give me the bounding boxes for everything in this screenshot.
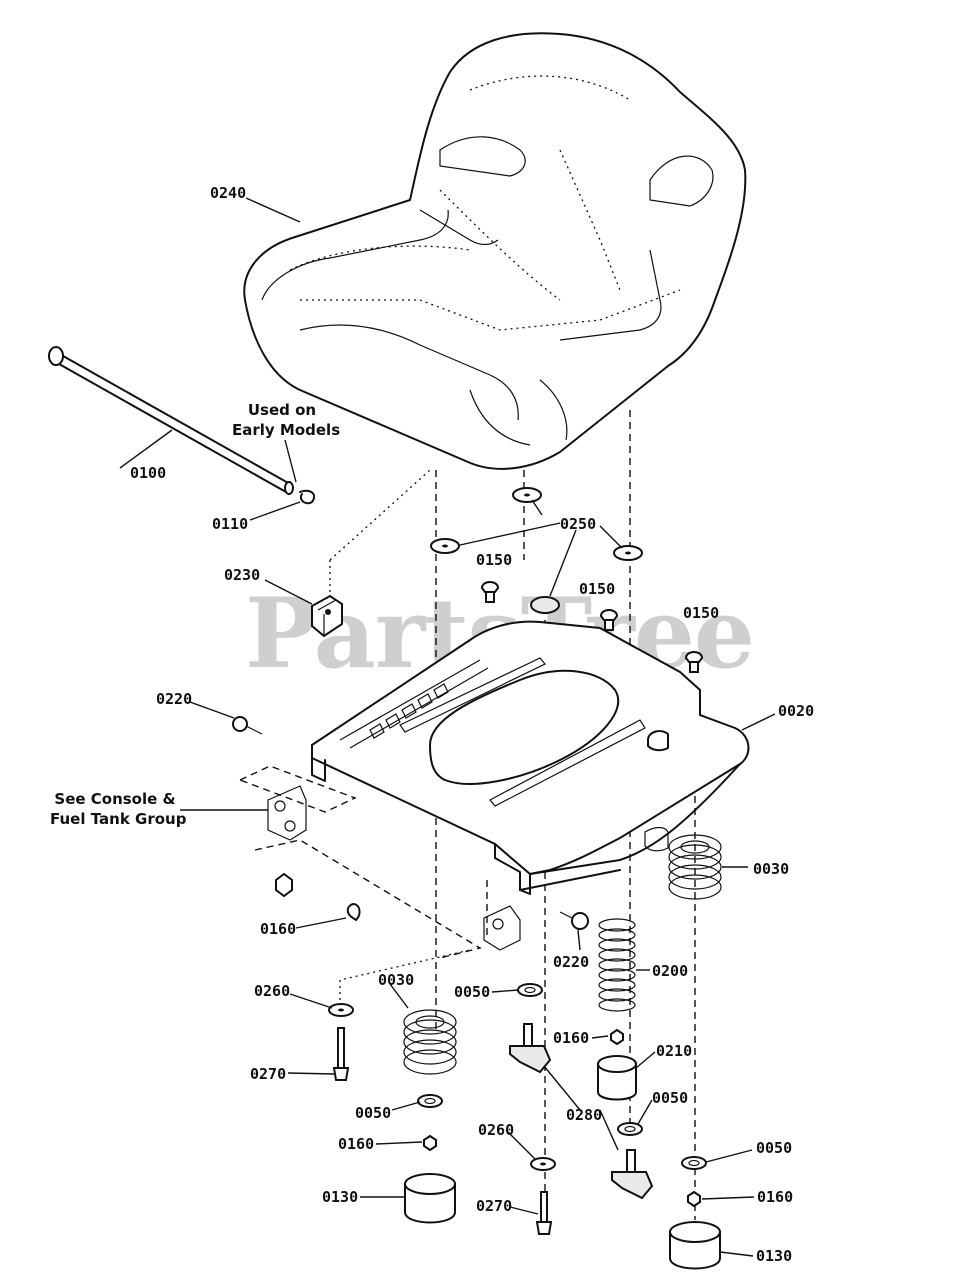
console-group-note-line1: See Console & [54, 790, 176, 808]
spring-0030 [403, 834, 722, 1075]
washer-0050 [417, 983, 707, 1170]
part-label-0110: 0110 [212, 515, 249, 533]
part-label-0150-a: 0150 [476, 551, 513, 569]
part-label-0050-d: 0050 [756, 1139, 793, 1157]
early-models-note-line1: Used on [247, 401, 317, 419]
knob-0280 [509, 1023, 654, 1200]
washer-0260 [328, 1003, 556, 1171]
spring-0200 [598, 918, 636, 1012]
seat-0240 [243, 32, 747, 470]
part-label-0150-b: 0150 [579, 580, 616, 598]
part-label-0130-a: 0130 [322, 1188, 359, 1206]
part-label-0050-c: 0050 [652, 1089, 689, 1107]
part-label-0130-b: 0130 [756, 1247, 793, 1265]
part-label-0230: 0230 [224, 566, 261, 584]
guide-line [329, 469, 431, 561]
part-label-0250: 0250 [560, 515, 597, 533]
washer-0250 [430, 487, 643, 614]
early-models-note: Used on Early Models [232, 400, 341, 441]
early-models-note-line2: Early Models [232, 421, 341, 440]
lock-nut-0160 [275, 872, 701, 1208]
console-bracket [238, 765, 521, 959]
part-label-0050-b: 0050 [355, 1104, 392, 1122]
part-label-0210: 0210 [656, 1042, 693, 1060]
bolt-0150 [480, 581, 704, 673]
part-label-0280: 0280 [566, 1106, 603, 1124]
seat-bracket-0020 [311, 620, 750, 895]
part-label-0270-a: 0270 [250, 1065, 287, 1083]
part-label-0100: 0100 [130, 464, 167, 482]
guide-line [339, 949, 471, 1000]
part-label-0220-a: 0220 [156, 690, 193, 708]
part-label-0050-a: 0050 [454, 983, 491, 1001]
part-label-0030-a: 0030 [753, 860, 790, 878]
part-label-0160-b: 0160 [553, 1029, 590, 1047]
bumper-0210 [597, 1055, 637, 1101]
part-label-0160-a: 0160 [260, 920, 297, 938]
part-label-0220-b: 0220 [553, 953, 590, 971]
part-label-0260-a: 0260 [254, 982, 291, 1000]
part-label-0270-b: 0270 [476, 1197, 513, 1215]
leader-lines [119, 197, 776, 1257]
seat-switch-0230 [311, 594, 343, 638]
knob-bolt-0220 [232, 716, 589, 930]
part-label-0200: 0200 [652, 962, 689, 980]
part-label-0020: 0020 [778, 702, 815, 720]
console-group-note: See Console & Fuel Tank Group [50, 789, 187, 830]
part-label-0030-b: 0030 [378, 971, 415, 989]
console-group-note-line2: Fuel Tank Group [50, 810, 187, 829]
part-label-0160-d: 0160 [757, 1188, 794, 1206]
part-label-0260-b: 0260 [478, 1121, 515, 1139]
hairpin-clip-0110 [299, 489, 316, 505]
part-label-0160-c: 0160 [338, 1135, 375, 1153]
seat-rod-0100 [48, 346, 294, 495]
bolt-0270 [332, 1027, 553, 1235]
part-label-0150-c: 0150 [683, 604, 720, 622]
part-label-0240: 0240 [210, 184, 247, 202]
bumper-0130 [404, 1173, 721, 1270]
